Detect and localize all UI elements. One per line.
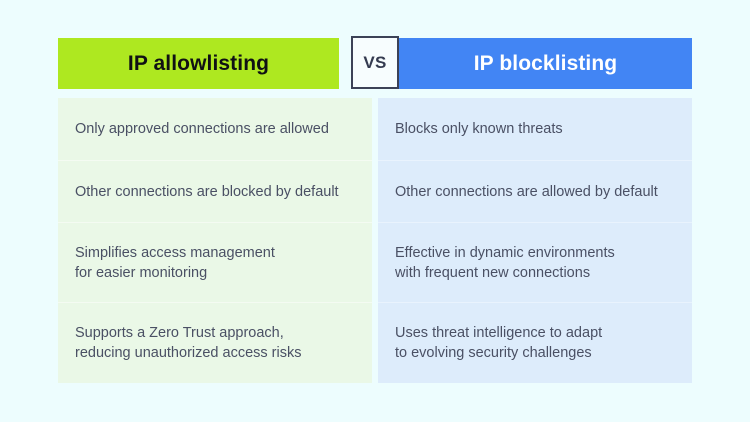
right-column-panel: Blocks only known threats Other connecti…	[378, 98, 692, 383]
left-row-3-text: Simplifies access management for easier …	[75, 244, 275, 281]
right-row-4-text: Uses threat intelligence to adapt to evo…	[395, 325, 603, 361]
list-item: Simplifies access management for easier …	[58, 222, 372, 302]
comparison-columns: Only approved connections are allowed Ot…	[58, 98, 692, 383]
list-item: Blocks only known threats	[378, 98, 692, 160]
left-row-2-text: Other connections are blocked by default	[75, 183, 339, 200]
right-row-1-text: Blocks only known threats	[395, 121, 563, 137]
right-row-3-text: Effective in dynamic environments with f…	[395, 244, 615, 281]
left-column-panel: Only approved connections are allowed Ot…	[58, 98, 372, 383]
left-row-4-text: Supports a Zero Trust approach, reducing…	[75, 325, 302, 361]
vs-label: VS	[363, 52, 387, 72]
list-item: Other connections are allowed by default	[378, 160, 692, 222]
list-item: Effective in dynamic environments with f…	[378, 222, 692, 302]
left-column-header: IP allowlisting	[58, 38, 339, 89]
left-column-title: IP allowlisting	[127, 52, 270, 75]
left-row-1-text: Only approved connections are allowed	[75, 121, 329, 137]
list-item: Uses threat intelligence to adapt to evo…	[378, 302, 692, 383]
list-item: Only approved connections are allowed	[58, 98, 372, 160]
list-item: Supports a Zero Trust approach, reducing…	[58, 302, 372, 383]
right-row-2-text: Other connections are allowed by default	[395, 183, 658, 200]
right-column-title: IP blocklisting	[473, 52, 618, 75]
header-row: IP allowlisting VS IP blocklisting	[58, 36, 692, 89]
list-item: Other connections are blocked by default	[58, 160, 372, 222]
vs-badge: VS	[351, 36, 399, 89]
right-column-header: IP blocklisting	[399, 38, 692, 89]
